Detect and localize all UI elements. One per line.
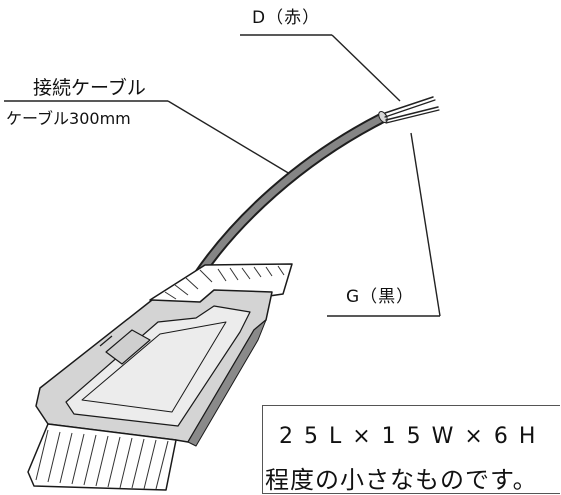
lower-tab <box>27 423 177 491</box>
lead-wire-g <box>385 106 439 121</box>
cable <box>192 111 388 282</box>
lead-g-label: G（黒） <box>346 287 415 307</box>
pad-raised-area <box>65 305 251 427</box>
lead-wire-d <box>384 96 434 114</box>
spec-dimensions: 25L×15W×6H <box>279 424 547 449</box>
cable-name-label: 接続ケーブル <box>33 77 146 99</box>
cable-leader-line <box>167 100 291 175</box>
upper-tab-hatching <box>164 265 285 300</box>
pad-chip <box>105 329 151 365</box>
spec-note: 程度の小さなものです。 <box>265 466 538 494</box>
pad-shadow <box>187 319 267 447</box>
leader-lines <box>4 34 441 317</box>
d-leader-line <box>331 34 401 102</box>
lead-d-label: D（赤） <box>252 8 321 28</box>
spec-box: 25L×15W×6H 程度の小さなものです。 <box>262 405 560 494</box>
cable-length-label: ケーブル300mm <box>6 109 131 128</box>
lower-tab-hatching <box>35 429 169 490</box>
pad-inner-outline <box>81 321 227 413</box>
lead-wires <box>384 96 440 124</box>
sensor-pad <box>27 263 293 491</box>
g-leader-line <box>410 132 441 317</box>
